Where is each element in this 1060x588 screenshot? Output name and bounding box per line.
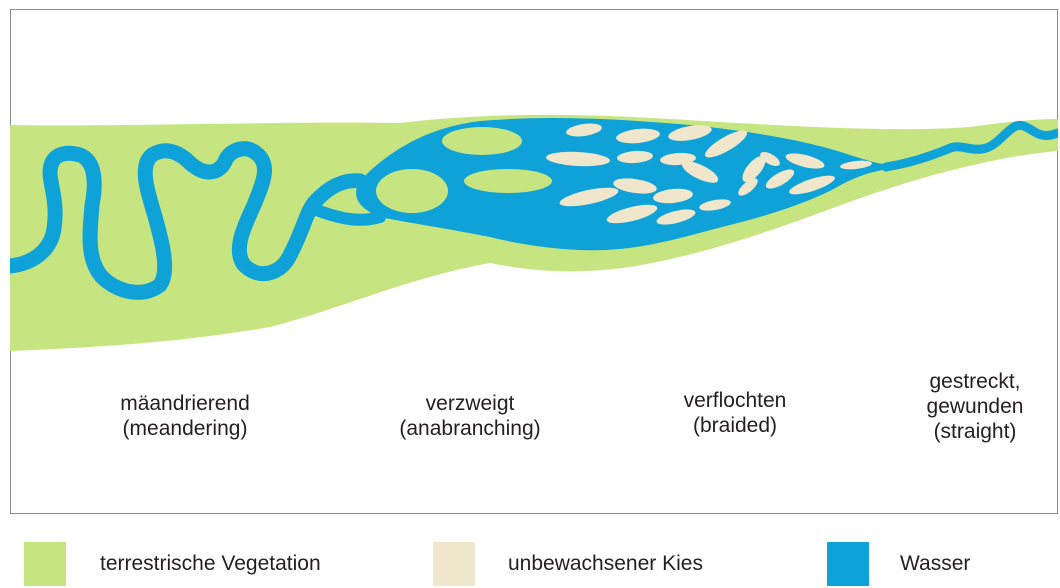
vegetated-island-3: [464, 169, 552, 193]
label-anabranching-de: verzweigt: [345, 391, 595, 416]
legend-swatch-vegetation: [24, 542, 66, 586]
label-braided: verflochten (braided): [635, 388, 835, 438]
legend-label-gravel: unbewachsener Kies: [508, 552, 703, 576]
legend-swatch-water: [827, 542, 869, 586]
legend-label-vegetation: terrestrische Vegetation: [100, 552, 321, 576]
label-anabranching-en: (anabranching): [345, 416, 595, 441]
label-braided-de: verflochten: [635, 388, 835, 413]
label-meandering-de: mäandrierend: [60, 391, 310, 416]
legend-swatch-gravel: [433, 542, 475, 586]
label-straight-de-1: gestreckt,: [895, 369, 1055, 394]
vegetated-island-2: [442, 127, 522, 155]
label-meandering: mäandrierend (meandering): [60, 391, 310, 441]
legend-label-water: Wasser: [900, 552, 970, 576]
label-straight-de-2: gewunden: [895, 394, 1055, 419]
label-braided-en: (braided): [635, 413, 835, 438]
label-anabranching: verzweigt (anabranching): [345, 391, 595, 441]
label-straight-en: (straight): [895, 419, 1055, 444]
label-meandering-en: (meandering): [60, 416, 310, 441]
label-straight: gestreckt, gewunden (straight): [895, 369, 1055, 444]
vegetated-island-1: [376, 169, 448, 213]
